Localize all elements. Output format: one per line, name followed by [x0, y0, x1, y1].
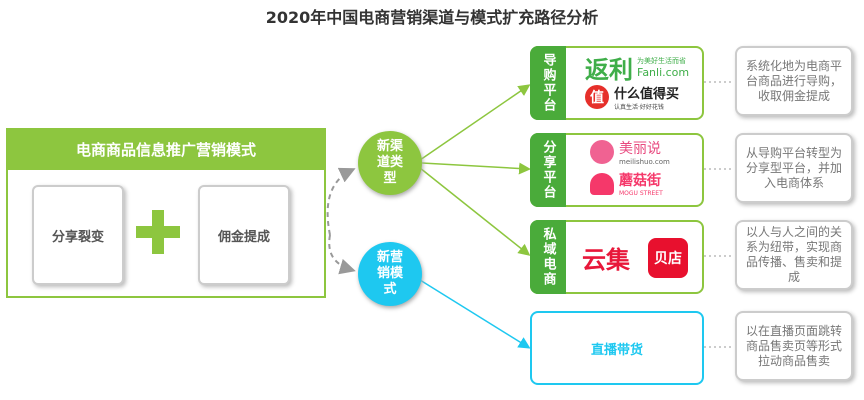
fanli-logo: 返利 为美好生活而省 Fanli.com	[585, 56, 690, 84]
meilishuo-logo: 美丽说 meilishuo.com	[590, 138, 670, 166]
arrow-to-share	[421, 162, 531, 175]
arrow-to-live	[419, 279, 531, 349]
private-ecommerce-desc: 以人与人之间的关系为纽带，实现商品传播、售卖和提成	[735, 220, 853, 290]
share-fission-box: 分享裂变	[32, 185, 124, 285]
arrow-to-private	[419, 167, 531, 256]
page-title: 2020年中国电商营销渠道与模式扩充路径分析	[265, 8, 599, 27]
model-header: 电商商品信息推广营销模式	[6, 128, 326, 170]
mogujie-logo: 蘑菇街 MOGU STREET	[590, 170, 663, 197]
model-panel	[6, 170, 326, 298]
share-platform-tab: 分享平台	[530, 133, 566, 207]
guide-platform-tab: 导购平台	[530, 46, 566, 120]
guide-platform-desc: 系统化地为电商平台商品进行导购，收取佣金提成	[735, 46, 853, 116]
dashed-arrow-to-channel	[326, 167, 356, 236]
smzdm-logo: 值 什么值得买 认真生活·好好花钱	[585, 83, 679, 111]
mogujie-icon	[590, 172, 614, 195]
plus-icon-vertical	[152, 210, 164, 254]
dashed-arrow-to-marketing	[328, 234, 356, 275]
smzdm-icon: 值	[585, 85, 609, 109]
yunji-logo: 云集	[582, 246, 630, 274]
new-channel-circle: 新渠道类型	[358, 131, 422, 195]
private-ecommerce-tab: 私域电商	[530, 220, 566, 294]
new-marketing-circle: 新营销模式	[358, 242, 422, 306]
share-platform-desc: 从导购平台转型为分享型平台，并加入电商体系	[735, 133, 853, 203]
commission-box: 佣金提成	[198, 185, 290, 285]
arrow-to-guide	[419, 84, 531, 161]
meilishuo-icon	[590, 140, 614, 164]
beidian-logo: 贝店	[648, 238, 688, 278]
live-commerce-desc: 以在直播页面跳转商品售卖页等形式拉动商品售卖	[735, 311, 853, 381]
live-commerce-box: 直播带货	[530, 311, 704, 385]
